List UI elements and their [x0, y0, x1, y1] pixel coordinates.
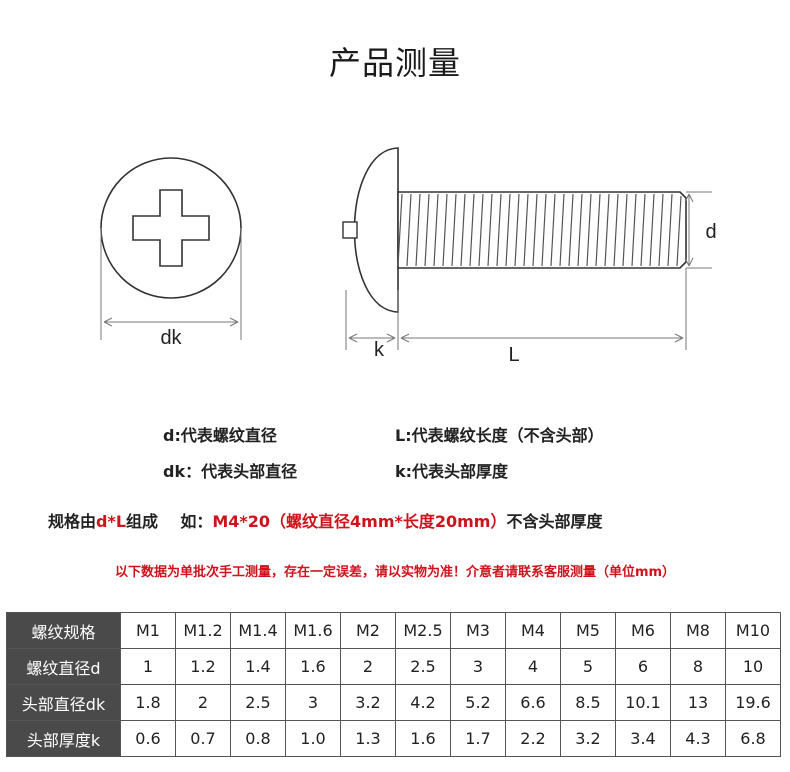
L-label: L — [508, 344, 519, 366]
table-cell: 13 — [670, 684, 726, 721]
table-cell: 4.2 — [395, 684, 451, 721]
table-cell: 2.5 — [395, 648, 451, 685]
table-cell: 4.3 — [670, 720, 726, 757]
table-cell: 3.2 — [340, 684, 396, 721]
screw-side-view — [342, 147, 687, 313]
table-cell: 5.2 — [450, 684, 506, 721]
measurement-notice: 以下数据为单批次手工测量，存在一定误差，请以实物为准！介意者请联系客服测量（单位… — [114, 565, 676, 580]
table-cell: 3.4 — [615, 720, 671, 757]
table-cell: M1 — [120, 612, 176, 649]
table-cell: 6 — [615, 648, 671, 685]
screw-head-top-view — [100, 157, 242, 299]
table-cell: 5 — [560, 648, 616, 685]
table-cell: 3 — [285, 684, 341, 721]
legend-dk: dk：代表头部直径 — [163, 462, 298, 481]
table-cell: M1.4 — [230, 612, 286, 649]
table-cell: 1.2 — [175, 648, 231, 685]
row-header: 头部直径dk — [6, 684, 121, 721]
table-cell: 2 — [340, 648, 396, 685]
legend-L: L:代表螺纹长度（不含头部） — [395, 426, 604, 445]
table-cell: 0.6 — [120, 720, 176, 757]
table-cell: 3.2 — [560, 720, 616, 757]
table-cell: 8 — [670, 648, 726, 685]
table-cell: 2.5 — [230, 684, 286, 721]
table-cell: 1.6 — [285, 648, 341, 685]
dk-dimension — [100, 228, 242, 340]
row-header: 螺纹直径d — [6, 648, 121, 685]
table-cell: 1.7 — [450, 720, 506, 757]
table-cell: M8 — [670, 612, 726, 649]
table-cell: 6.6 — [505, 684, 561, 721]
table-cell: M4 — [505, 612, 561, 649]
spec-description: 规格由d*L组成 如：M4*20（螺纹直径4mm*长度20mm）不含头部厚度 — [48, 508, 603, 532]
table-cell: M1.6 — [285, 612, 341, 649]
table-cell: 10 — [725, 648, 781, 685]
spec-middle: 组成 如： — [126, 512, 213, 531]
table-cell: M2 — [340, 612, 396, 649]
table-cell: M6 — [615, 612, 671, 649]
table-cell: 1.0 — [285, 720, 341, 757]
table-cell: M3 — [450, 612, 506, 649]
table-cell: 3 — [450, 648, 506, 685]
table-cell: 19.6 — [725, 684, 781, 721]
row-header: 头部厚度k — [6, 720, 121, 757]
table-cell: 1.8 — [120, 684, 176, 721]
spec-dL: d*L — [96, 512, 127, 531]
table-cell: 0.7 — [175, 720, 231, 757]
table-cell: 1.3 — [340, 720, 396, 757]
phillips-cross-icon — [132, 189, 210, 267]
table-cell: 4 — [505, 648, 561, 685]
page-title: 产品测量 — [328, 44, 461, 82]
table-cell: 1.4 — [230, 648, 286, 685]
table-cell: M10 — [725, 612, 781, 649]
table-cell: M2.5 — [395, 612, 451, 649]
screw-thread — [397, 193, 682, 267]
k-L-dimension — [345, 268, 687, 350]
table-cell: 6.8 — [725, 720, 781, 757]
table-cell: 8.5 — [560, 684, 616, 721]
spec-suffix: 不含头部厚度 — [506, 512, 603, 531]
k-label: k — [374, 339, 385, 361]
table-cell: 1 — [120, 648, 176, 685]
table-cell: M1.2 — [175, 612, 231, 649]
legend-d: d:代表螺纹直径 — [163, 426, 277, 445]
row-header: 螺纹规格 — [6, 612, 121, 649]
table-cell: 2 — [175, 684, 231, 721]
screw-dimension-diagram: dk — [100, 147, 717, 366]
dk-label: dk — [160, 327, 182, 349]
spec-example: M4*20（螺纹直径4mm*长度20mm） — [212, 512, 507, 531]
d-label: d — [705, 221, 716, 243]
table-cell: 10.1 — [615, 684, 671, 721]
table-cell: M5 — [560, 612, 616, 649]
table-cell: 1.6 — [395, 720, 451, 757]
legend-k: k:代表头部厚度 — [395, 462, 509, 481]
table-cell: 0.8 — [230, 720, 286, 757]
d-dimension — [684, 191, 712, 269]
spec-prefix: 规格由 — [48, 512, 97, 531]
table-cell: 2.2 — [505, 720, 561, 757]
